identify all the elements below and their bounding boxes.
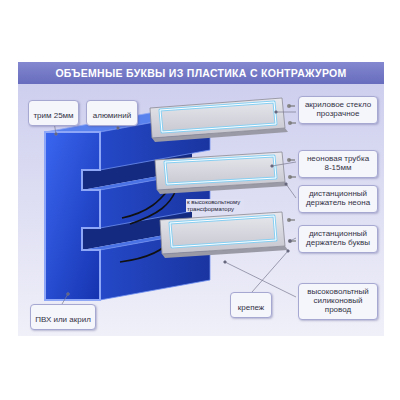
- leader-lines: [53, 111, 296, 304]
- callout-box: трим 25мм: [28, 100, 79, 126]
- callout-text: дистанционный держатель неона: [303, 189, 373, 207]
- callout-box: дистанционный держатель неона: [298, 185, 378, 213]
- title: ОБЪЕМНЫЕ БУКВЫ ИЗ ПЛАСТИКА С КОНТРАЖУРОМ: [18, 62, 384, 84]
- callout-text: неоновая трубка 8-15мм: [303, 154, 373, 172]
- callout-text: акриловое стекло прозрачное: [303, 100, 373, 118]
- callout-text: трим 25мм: [33, 111, 73, 120]
- callout-text: алюминий: [93, 111, 131, 120]
- callout-text: ПВХ или акрил: [35, 315, 91, 324]
- callout-box: дистанционный держатель буквы: [298, 225, 378, 253]
- background-panel: [18, 62, 384, 336]
- title-banner: [18, 62, 384, 84]
- letter-front-face: [45, 132, 100, 300]
- callout-box: неоновая трубка 8-15мм: [298, 150, 378, 178]
- callout-box: алюминий: [86, 100, 138, 126]
- callout-box: ПВХ или акрил: [30, 304, 96, 330]
- note-label: к высоковольтному трансформатору: [186, 199, 244, 212]
- back-panel: [160, 212, 296, 258]
- wire: [130, 190, 176, 224]
- callout-text: крепеж: [238, 303, 264, 312]
- callout-box: акриловое стекло прозрачное: [298, 96, 378, 124]
- neon-panel: [155, 152, 296, 194]
- callout-box: высоковольтный силиконовый провод: [298, 283, 378, 320]
- callout-box: крепеж: [230, 292, 272, 318]
- callout-text: дистанционный держатель буквы: [303, 229, 373, 247]
- callout-text: высоковольтный силиконовый провод: [303, 287, 373, 315]
- acrylic-panel: [150, 98, 296, 142]
